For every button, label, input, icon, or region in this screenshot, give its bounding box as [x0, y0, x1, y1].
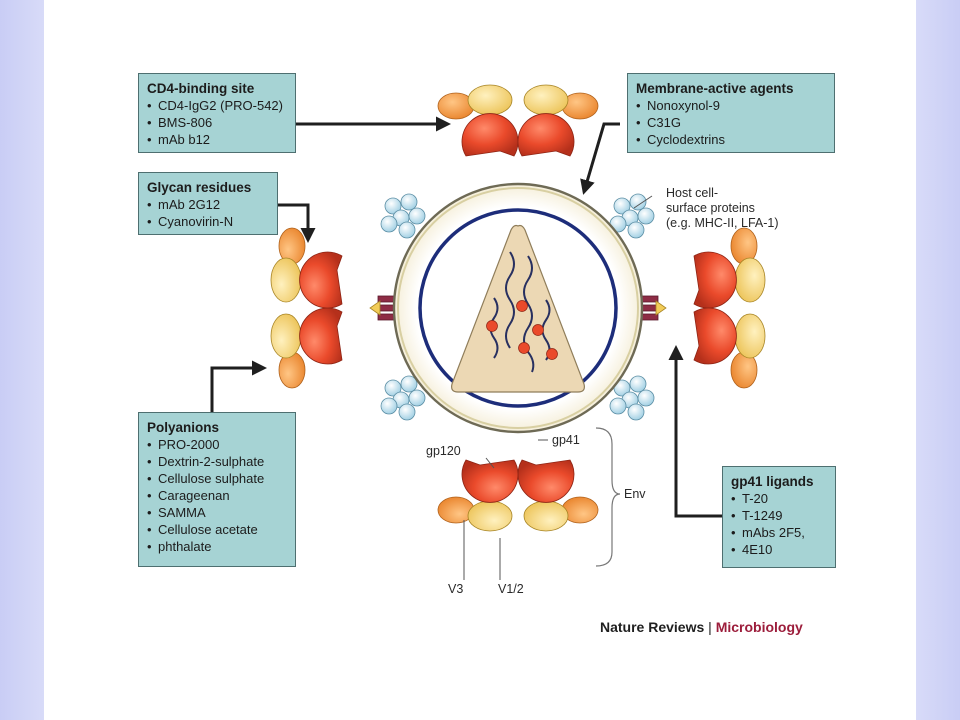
box-title: Polyanions	[147, 420, 220, 435]
list-item: C31G	[636, 114, 826, 131]
label-line: Host cell-	[666, 186, 719, 200]
arrow-membrane-active-agents	[580, 122, 620, 195]
list-item: Carageenan	[147, 487, 287, 504]
list-item: Cellulose sulphate	[147, 470, 287, 487]
host-proteins-label: Host cell- surface proteins (e.g. MHC-II…	[666, 186, 779, 231]
viral-enzyme	[532, 324, 544, 336]
arrow-gp41-ligands	[668, 345, 722, 518]
list-item: SAMMA	[147, 504, 287, 521]
list-item: CD4-IgG2 (PRO-542)	[147, 97, 287, 114]
viral-enzyme	[518, 342, 530, 354]
leader-host-proteins	[633, 195, 653, 209]
rna-strand	[505, 251, 515, 349]
env-spike-right	[621, 227, 766, 389]
leader-gp120	[485, 457, 495, 469]
envelope-inner-ring	[397, 187, 639, 429]
viral-enzyme	[546, 348, 558, 360]
list-item: Dextrin-2-sulphate	[147, 453, 287, 470]
env-spike-left	[270, 227, 415, 389]
credit-separator: |	[708, 619, 712, 635]
list-item: Cellulose acetate	[147, 521, 287, 538]
label-line: surface proteins	[666, 201, 755, 215]
box-title: Glycan residues	[147, 180, 252, 195]
source-credit: Nature Reviews | Microbiology	[600, 619, 803, 635]
label-env: Env	[624, 487, 646, 501]
label-v1-2: V1/2	[498, 582, 524, 596]
box-glycan-residues: Glycan residues mAb 2G12 Cyanovirin-N	[138, 172, 278, 235]
box-title: CD4-binding site	[147, 81, 255, 96]
env-bracket	[595, 427, 621, 567]
box-membrane-active-agents: Membrane-active agents Nonoxynol-9 C31G …	[627, 73, 835, 153]
credit-field: Microbiology	[715, 619, 803, 635]
rna-strand	[523, 255, 535, 373]
viral-enzyme	[516, 300, 528, 312]
label-gp120: gp120	[426, 444, 461, 458]
list-item: BMS-806	[147, 114, 287, 131]
box-title: gp41 ligands	[731, 474, 814, 489]
host-protein-cluster-top-left	[380, 193, 426, 239]
list-item: mAb b12	[147, 131, 287, 148]
list-item: Nonoxynol-9	[636, 97, 826, 114]
list-item-continuation: phthalate	[147, 538, 287, 555]
list-item: Cyanovirin-N	[147, 213, 269, 230]
arrow-polyanions	[210, 360, 267, 412]
list-item: T-20	[731, 490, 827, 507]
list-item-continuation: 4E10	[731, 541, 827, 558]
box-title: Membrane-active agents	[636, 81, 794, 96]
arrow-glycan-residues	[278, 203, 316, 243]
box-gp41-ligands: gp41 ligands T-20 T-1249 mAbs 2F5, 4E10	[722, 466, 836, 568]
list-item: T-1249	[731, 507, 827, 524]
label-line: (e.g. MHC-II, LFA-1)	[666, 216, 779, 230]
list-item: mAbs 2F5,	[731, 524, 827, 541]
label-gp41: gp41	[552, 433, 580, 447]
label-v3: V3	[448, 582, 464, 596]
credit-journal: Nature Reviews	[600, 619, 705, 635]
list-item: mAb 2G12	[147, 196, 269, 213]
box-cd4-binding-site: CD4-binding site CD4-IgG2 (PRO-542) BMS-…	[138, 73, 296, 153]
box-polyanions: Polyanions PRO-2000 Dextrin-2-sulphate C…	[138, 412, 296, 567]
list-item: PRO-2000	[147, 436, 287, 453]
viral-enzyme	[486, 320, 498, 332]
list-item: Cyclodextrins	[636, 131, 826, 148]
